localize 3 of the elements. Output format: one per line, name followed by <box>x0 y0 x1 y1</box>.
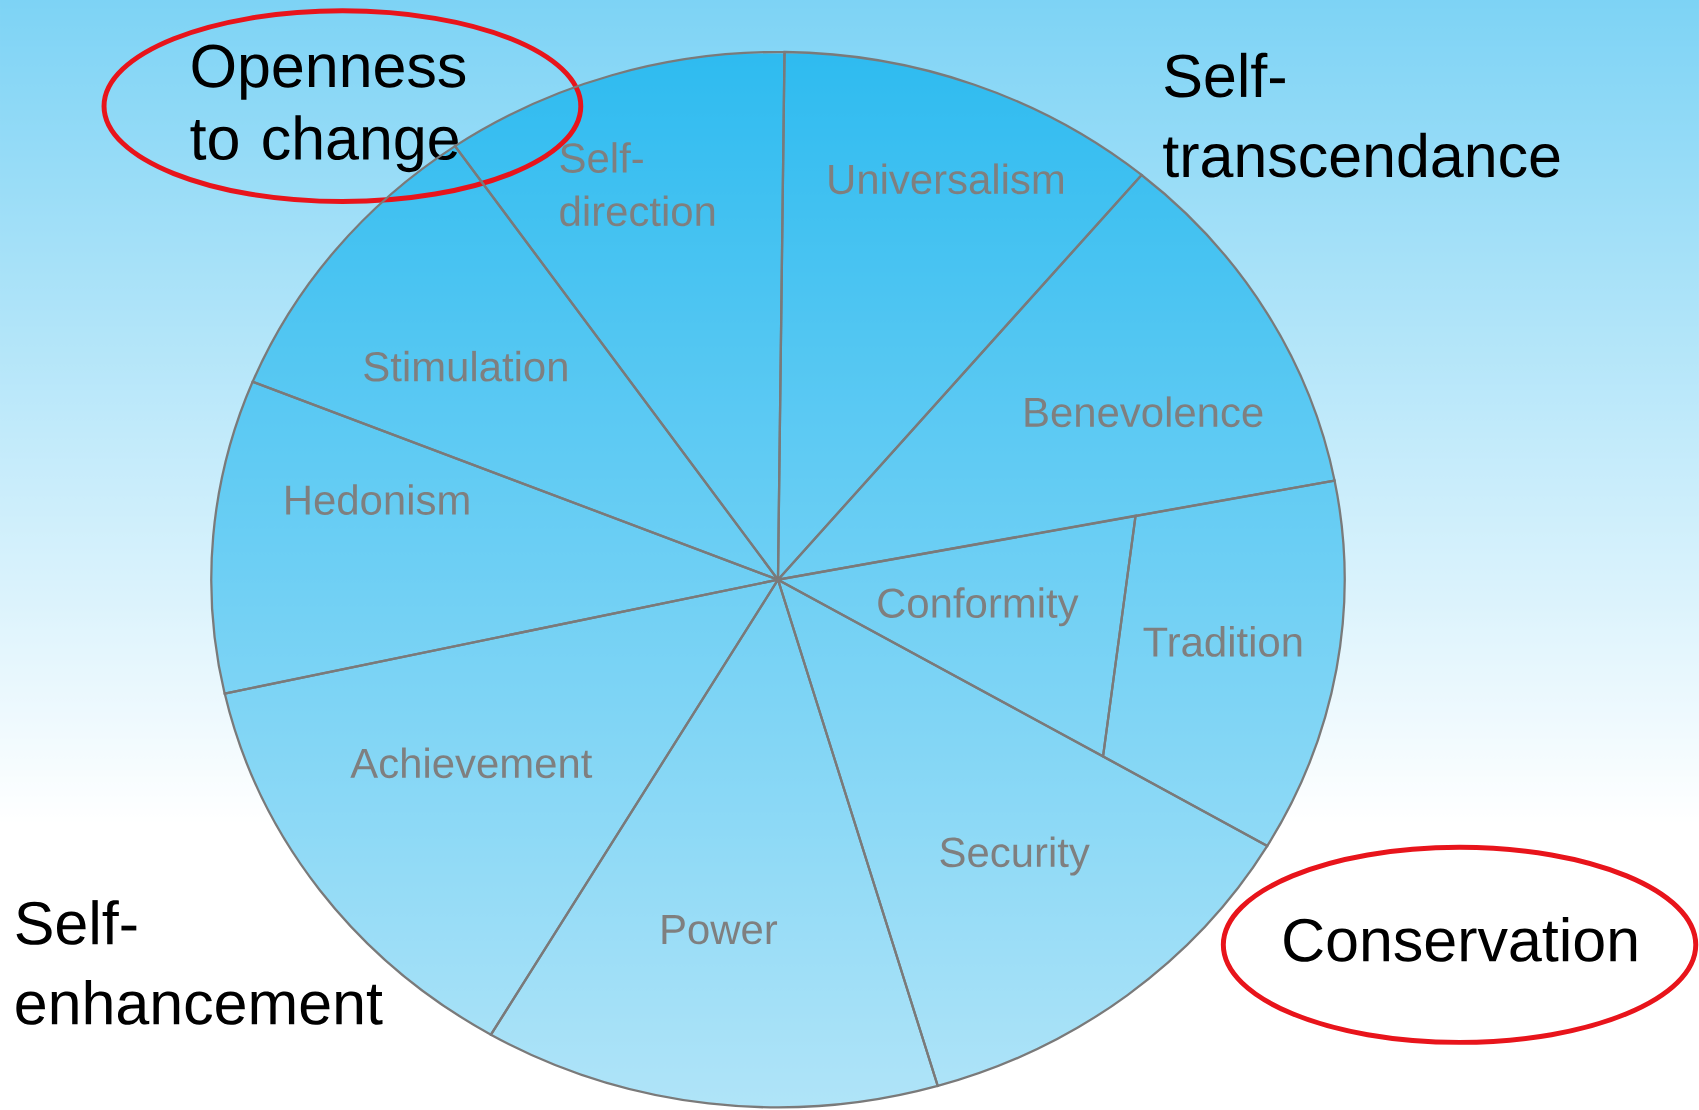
pie-sector: Tradition <box>1101 479 1346 848</box>
group-label: Self-enhancement <box>16 900 383 1026</box>
oval-callout: Conservation <box>1220 845 1699 1046</box>
